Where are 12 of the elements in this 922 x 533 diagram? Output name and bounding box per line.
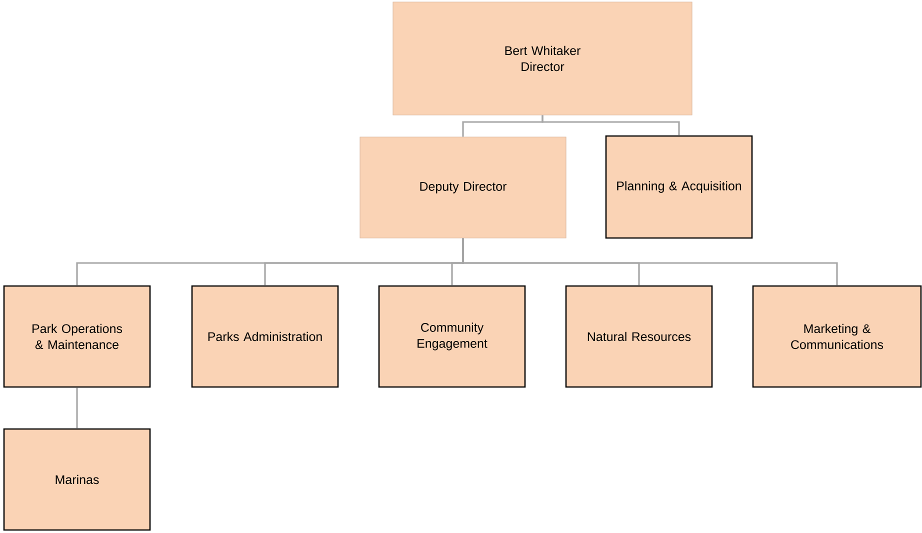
org-box: Bert Whitaker Director (392, 2, 692, 116)
org-box: Natural Resources (565, 285, 713, 388)
connector-line (462, 238, 838, 286)
org-box: Marinas (3, 428, 151, 531)
org-box: Park Operations & Maintenance (3, 285, 151, 388)
org-box: Parks Administration (191, 285, 339, 388)
org-box: Deputy Director (360, 136, 566, 238)
org-box: Planning & Acquisition (605, 135, 753, 239)
connector-line (76, 388, 78, 428)
org-box: Marketing & Communications (752, 285, 922, 388)
connector-line (542, 115, 680, 136)
org-box: Community Engagement (378, 285, 526, 388)
